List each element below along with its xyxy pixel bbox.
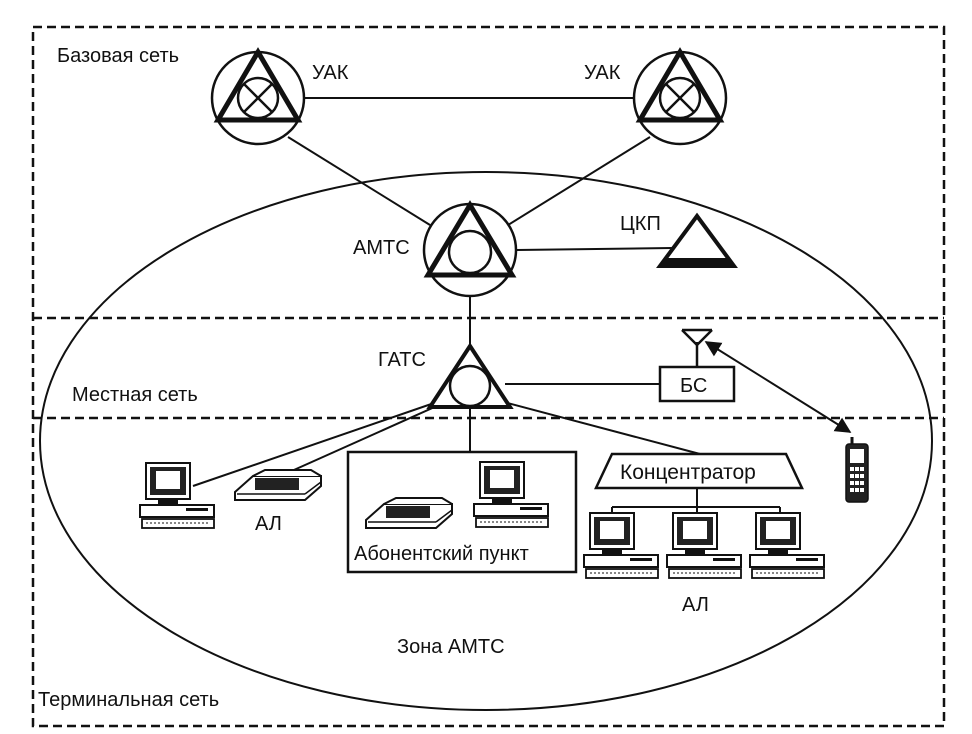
outer-network-border [31, 25, 946, 728]
link-gats-workstation-left [192, 400, 441, 487]
terminal-network-label: Терминальная сеть [38, 689, 219, 711]
antenna-icon [681, 328, 713, 367]
link-uak-right-amts [507, 136, 651, 226]
al-left-label: АЛ [255, 513, 282, 535]
radio-link-bs-mobile [704, 341, 852, 433]
ckp-icon [656, 212, 738, 268]
concentrator-box [594, 452, 804, 490]
uak-left-label: УАК [312, 62, 349, 84]
base-network-label: Базовая сеть [57, 45, 179, 67]
gats-icon [426, 342, 514, 409]
amts-label: АМТС [353, 237, 410, 259]
workstation-icon [583, 512, 659, 579]
amts-zone-label: Зона АМТС [397, 636, 505, 658]
workstation-icon [139, 462, 215, 529]
ckp-label: ЦКП [620, 213, 661, 235]
workstation-icon [749, 512, 825, 579]
mobile-phone-icon [845, 437, 869, 503]
amts-icon [422, 200, 518, 298]
amts-zone-ellipse [39, 171, 933, 711]
local-network-label: Местная сеть [72, 384, 198, 406]
uak-right-label: УАК [584, 62, 621, 84]
workstation-icon [666, 512, 742, 579]
link-amts-ckp [516, 247, 673, 251]
bs-label: БС [680, 375, 707, 397]
link-gats-concentrator [499, 400, 701, 455]
gats-label: ГАТС [378, 349, 426, 371]
al-bottom-label: АЛ [682, 594, 709, 616]
link-gats-phone-left [275, 400, 449, 479]
phone-icon [234, 469, 322, 501]
concentrator-label: Концентратор [620, 461, 756, 484]
uak-left-icon [210, 47, 306, 146]
uak-right-icon [632, 47, 728, 146]
link-uak-left-amts [287, 136, 431, 226]
subscriber-point-label: Абонентский пункт [354, 543, 529, 565]
